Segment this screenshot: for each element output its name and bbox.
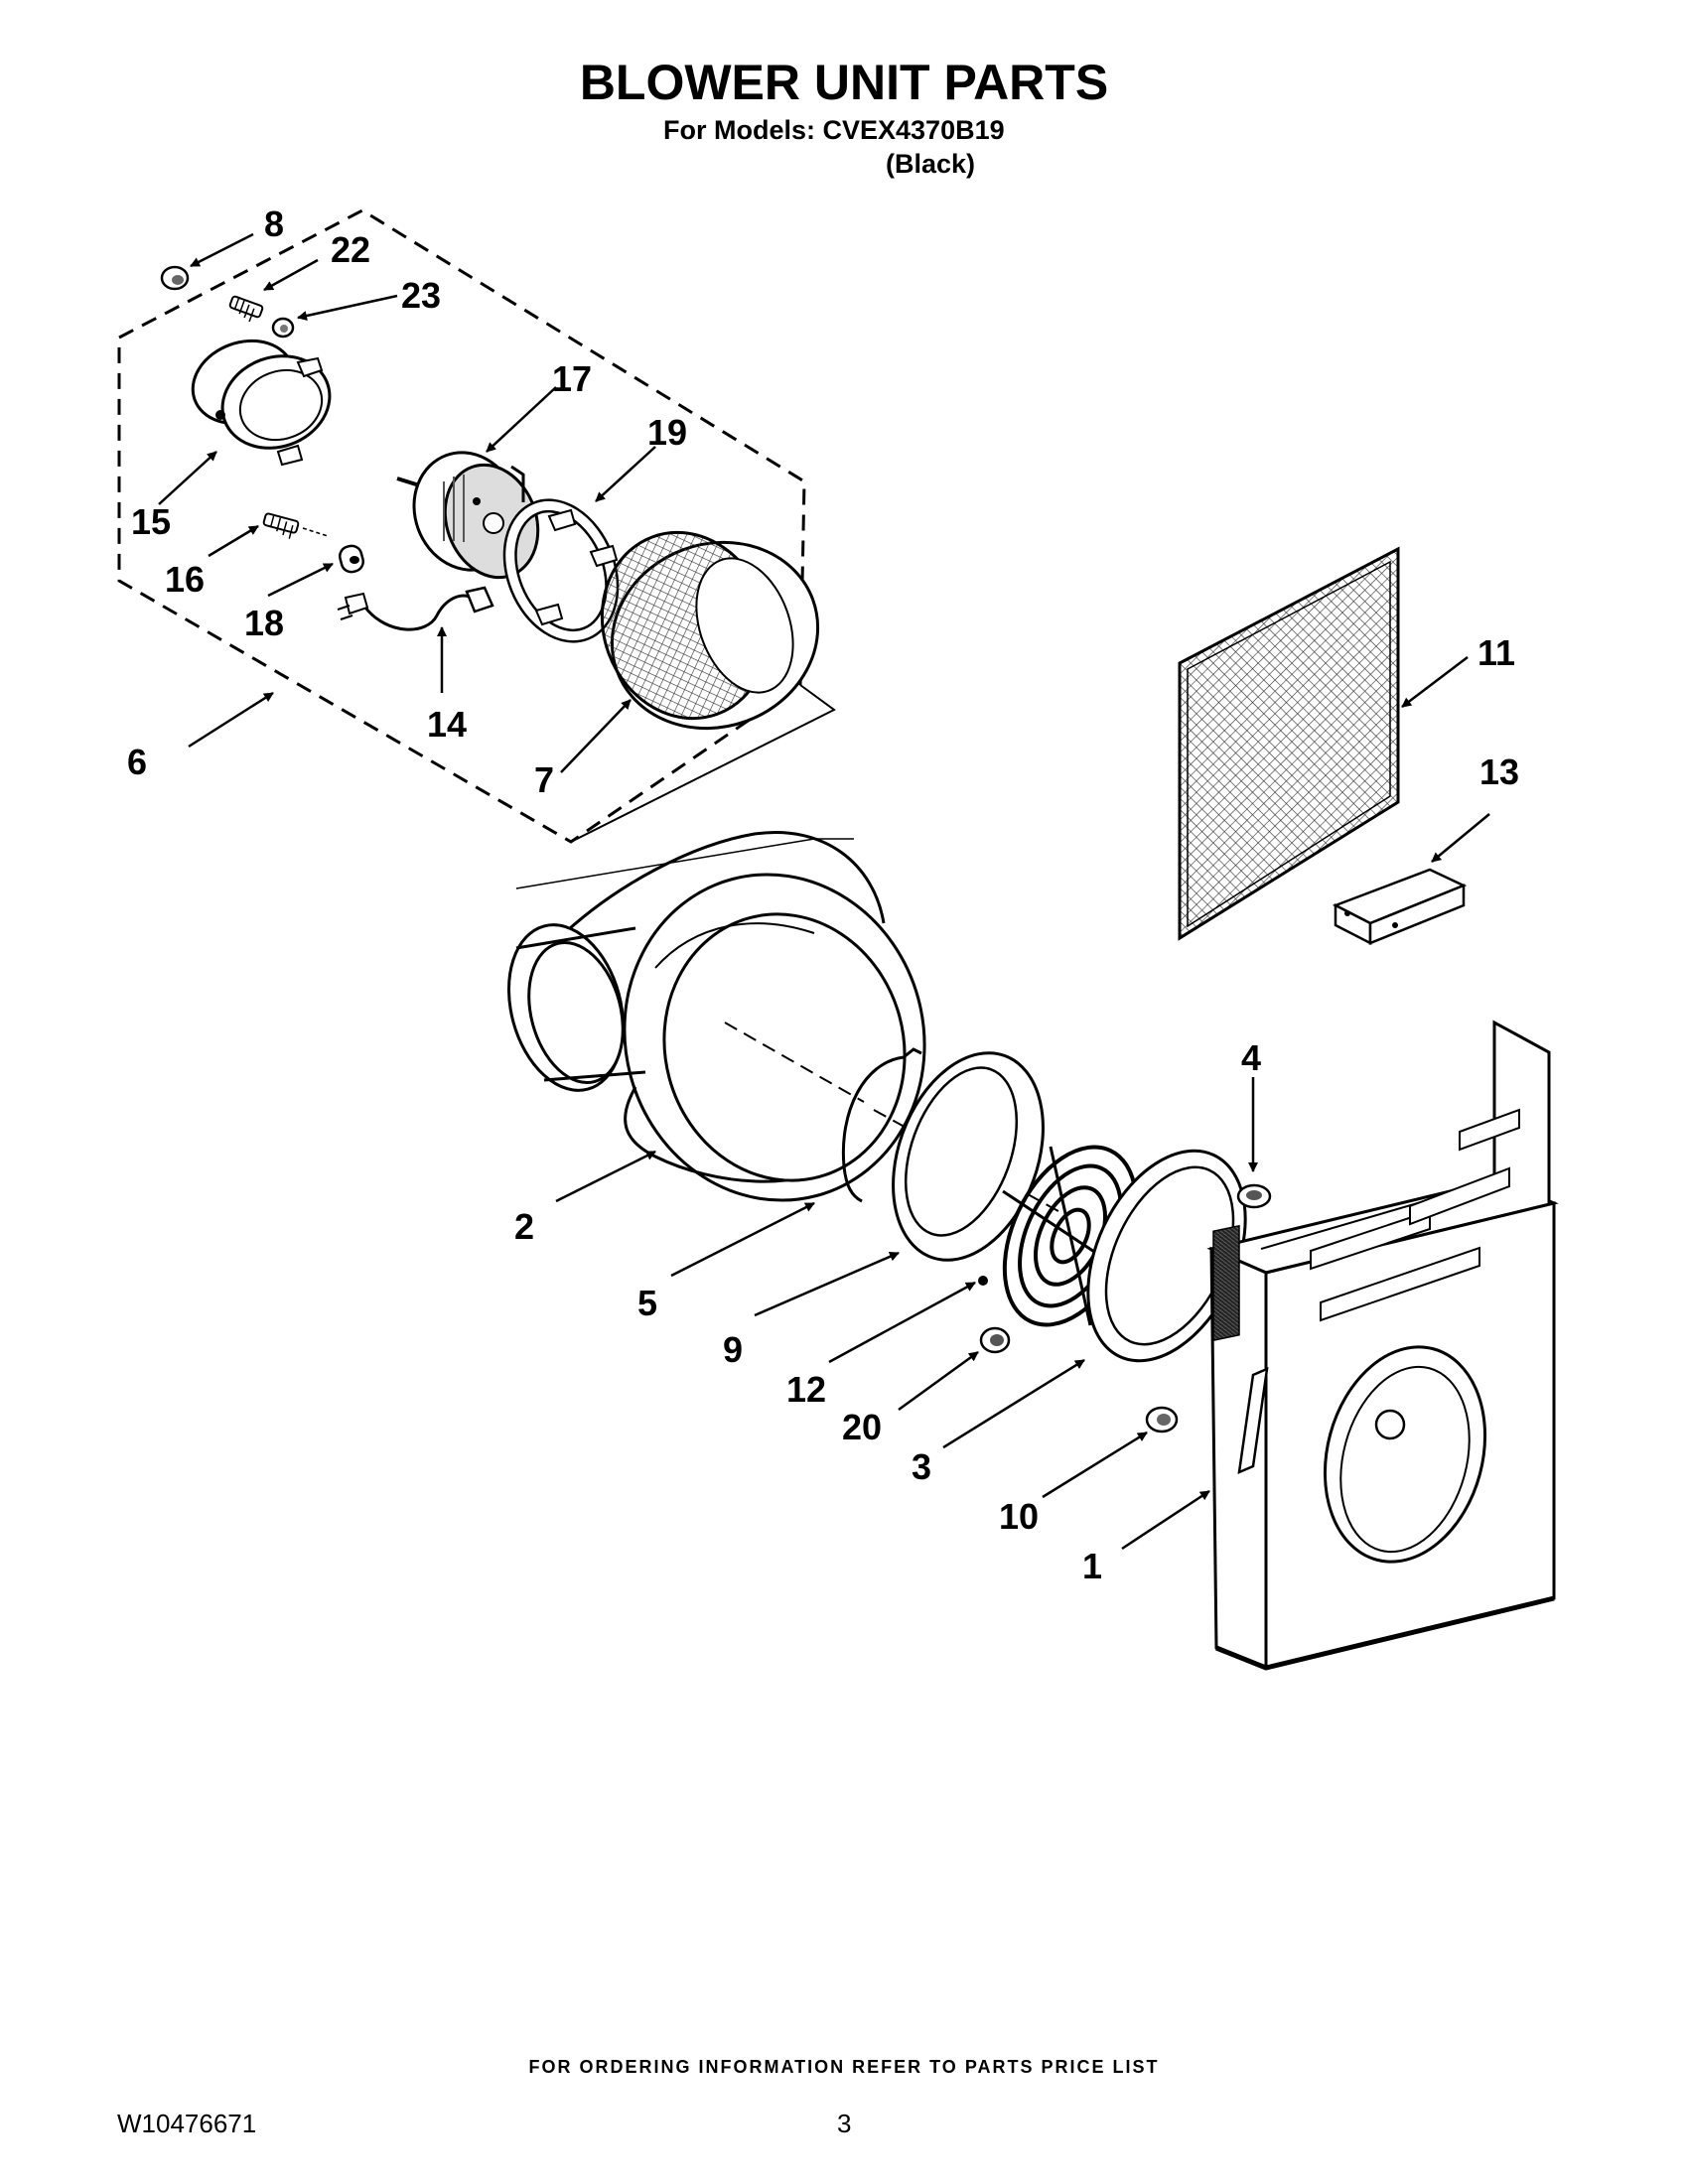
blower-wheel-part-7 [600,530,820,731]
nut-part-8 [160,265,190,291]
grommet-part-20 [979,1326,1011,1354]
callout-10: 10 [999,1496,1039,1537]
motor-strap-part-19 [502,498,620,643]
spacer-part-18 [339,544,364,574]
blower-housing-part-2 [506,831,1068,1217]
screw-part-22 [228,295,264,323]
callout-8: 8 [264,204,284,244]
nut-part-10 [1145,1406,1179,1433]
power-cord-part-14 [337,586,494,631]
callout-9: 9 [723,1329,743,1370]
callout-12: 12 [786,1369,826,1410]
leader-lines [158,232,1490,1551]
callout-19: 19 [647,412,687,453]
callout-18: 18 [244,603,284,643]
filter-part-11 [1178,546,1400,941]
models-line: For Models: CVEX4370B19 [663,115,1005,145]
color-line: (Black) [886,149,976,179]
callout-4: 4 [1241,1037,1261,1078]
callout-17: 17 [552,358,592,399]
callout-13: 13 [1479,751,1519,792]
callout-11: 11 [1477,632,1515,673]
callout-22: 22 [331,229,370,270]
grommet-part-4 [1236,1183,1272,1209]
filter-box-part-13 [1332,868,1468,946]
callout-15: 15 [131,501,171,542]
callout-3: 3 [912,1446,931,1487]
callout-1: 1 [1082,1546,1102,1586]
page-number: 3 [837,2109,852,2138]
document-number: W10476671 [117,2109,257,2138]
inlet-ring-part-3 [1086,1149,1247,1363]
callout-5: 5 [637,1283,657,1323]
housing-frame-part-1 [1206,1020,1559,1671]
ordering-note: FOR ORDERING INFORMATION REFER TO PARTS … [528,2057,1160,2077]
nut-part-23 [271,317,295,339]
callout-20: 20 [842,1407,882,1447]
callout-16: 16 [165,559,205,600]
grille-part-12 [978,1145,1145,1327]
motor-assembly-dashed-box [117,208,836,844]
callout-23: 23 [401,275,441,316]
motor-mount-part-15 [191,339,332,467]
callout-14: 14 [427,704,467,745]
callout-2: 2 [514,1206,534,1247]
callout-7: 7 [534,759,554,800]
callout-6: 6 [127,742,147,782]
screw-part-16 [262,512,300,539]
gasket-part-9 [892,1051,1045,1262]
page-title: BLOWER UNIT PARTS [579,55,1109,110]
retaining-ring-part-5 [841,1047,922,1203]
